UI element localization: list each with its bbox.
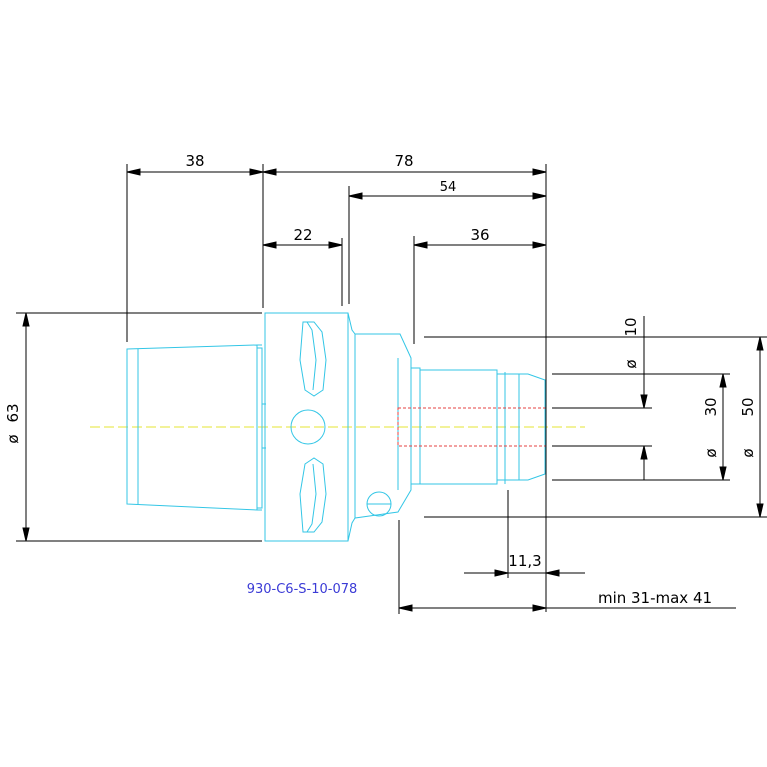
dim-54-label: 54 (440, 180, 457, 195)
dim-50-dia-symbol: ø (739, 448, 757, 457)
dim-50-label: 50 (739, 397, 757, 416)
dim-22-label: 22 (293, 226, 312, 244)
dim-10-label: 10 (622, 317, 640, 336)
collet-nose (410, 367, 421, 485)
dim-30-group: ø 30 (702, 397, 720, 457)
drive-slot-top (299, 321, 327, 397)
dim-range-label: min 31-max 41 (598, 589, 712, 607)
dim-63-group: ø 63 (4, 403, 22, 443)
neck (354, 333, 412, 519)
dim-63-dia-symbol: ø (4, 434, 22, 443)
dim-63-label: 63 (4, 403, 22, 422)
dim-30-dia-symbol: ø (702, 448, 720, 457)
collet-tip (496, 373, 546, 481)
drive-slot-bottom (299, 457, 327, 533)
dimension-lines (16, 164, 767, 614)
dim-36-label: 36 (470, 226, 489, 244)
dim-10-group: 10 (622, 317, 640, 336)
dim-10-dia-symbol: ø (622, 359, 640, 368)
dim-10-dia-group: ø (622, 359, 640, 368)
dim-38-label: 38 (185, 152, 204, 170)
dim-50-group: ø 50 (739, 397, 757, 457)
part-code-label: 930-C6-S-10-078 (247, 582, 358, 597)
dim-11-3-label: 11,3 (508, 552, 541, 570)
dim-78-label: 78 (394, 152, 413, 170)
dim-30-label: 30 (702, 397, 720, 416)
flange (264, 312, 349, 542)
center-hole (290, 409, 326, 445)
